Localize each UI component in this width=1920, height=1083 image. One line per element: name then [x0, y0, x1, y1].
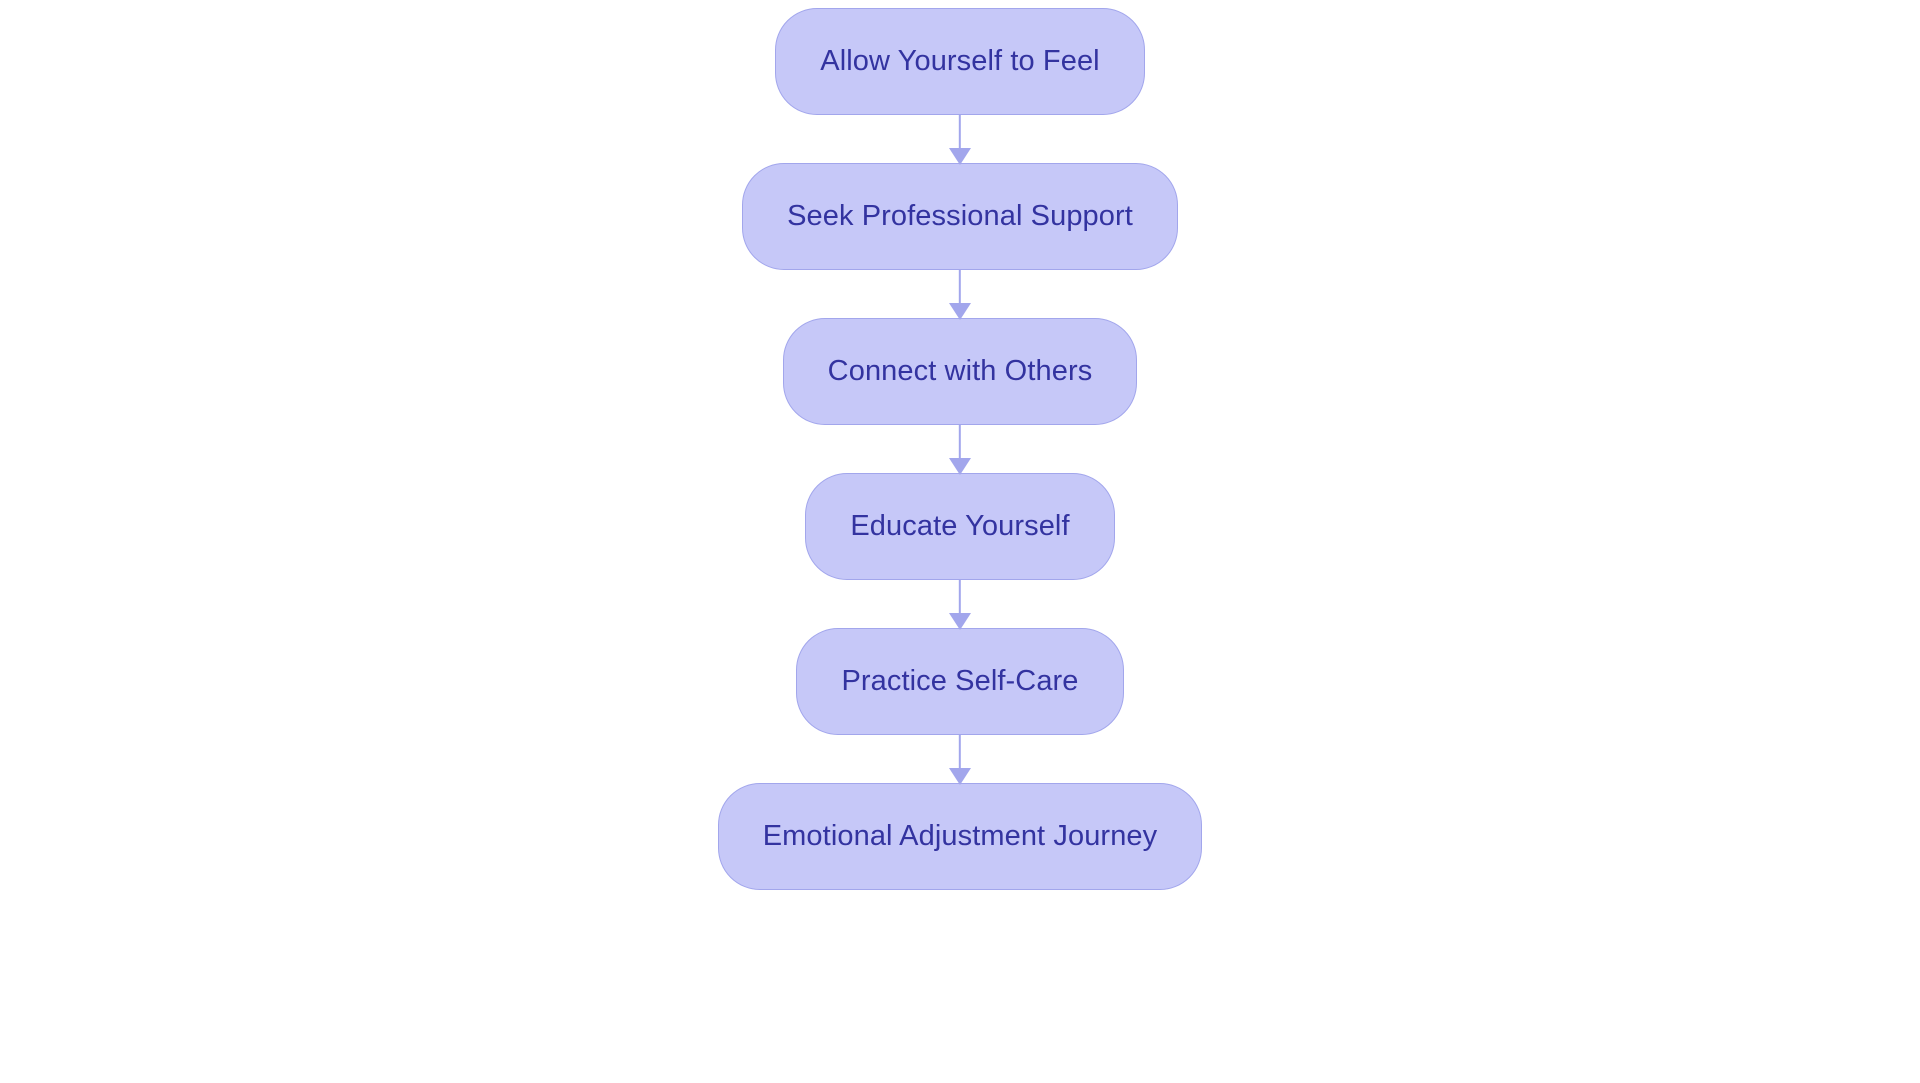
flow-node-label: Practice Self-Care: [841, 665, 1079, 697]
arrow-line: [958, 115, 962, 149]
flow-node-label: Allow Yourself to Feel: [820, 45, 1100, 77]
flow-arrow-allow-yourself-to-feel-to-seek-professional-support: [947, 115, 973, 165]
flow-node-label: Connect with Others: [827, 355, 1093, 387]
flow-node-emotional-adjustment-journey[interactable]: Emotional Adjustment Journey: [717, 783, 1203, 890]
flow-node-seek-professional-support[interactable]: Seek Professional Support: [742, 163, 1178, 270]
arrow-head-down-icon: [949, 458, 971, 475]
arrow-line: [958, 270, 962, 304]
flow-node-educate-yourself[interactable]: Educate Yourself: [805, 473, 1115, 580]
flow-node-label: Educate Yourself: [850, 510, 1070, 542]
flow-node-label: Emotional Adjustment Journey: [762, 820, 1158, 852]
flow-node-allow-yourself-to-feel[interactable]: Allow Yourself to Feel: [775, 8, 1145, 115]
flow-node-practice-self-care[interactable]: Practice Self-Care: [796, 628, 1124, 735]
flow-arrow-connect-with-others-to-educate-yourself: [947, 425, 973, 475]
arrow-head-down-icon: [949, 768, 971, 785]
flow-node-label: Seek Professional Support: [787, 200, 1133, 232]
arrow-line: [958, 580, 962, 614]
flow-arrow-seek-professional-support-to-connect-with-others: [947, 270, 973, 320]
flow-arrow-practice-self-care-to-emotional-adjustment-journey: [947, 735, 973, 785]
arrow-line: [958, 735, 962, 769]
flow-arrow-educate-yourself-to-practice-self-care: [947, 580, 973, 630]
arrow-head-down-icon: [949, 613, 971, 630]
arrow-head-down-icon: [949, 303, 971, 320]
arrow-line: [958, 425, 962, 459]
arrow-head-down-icon: [949, 148, 971, 165]
flow-node-connect-with-others[interactable]: Connect with Others: [782, 318, 1138, 425]
